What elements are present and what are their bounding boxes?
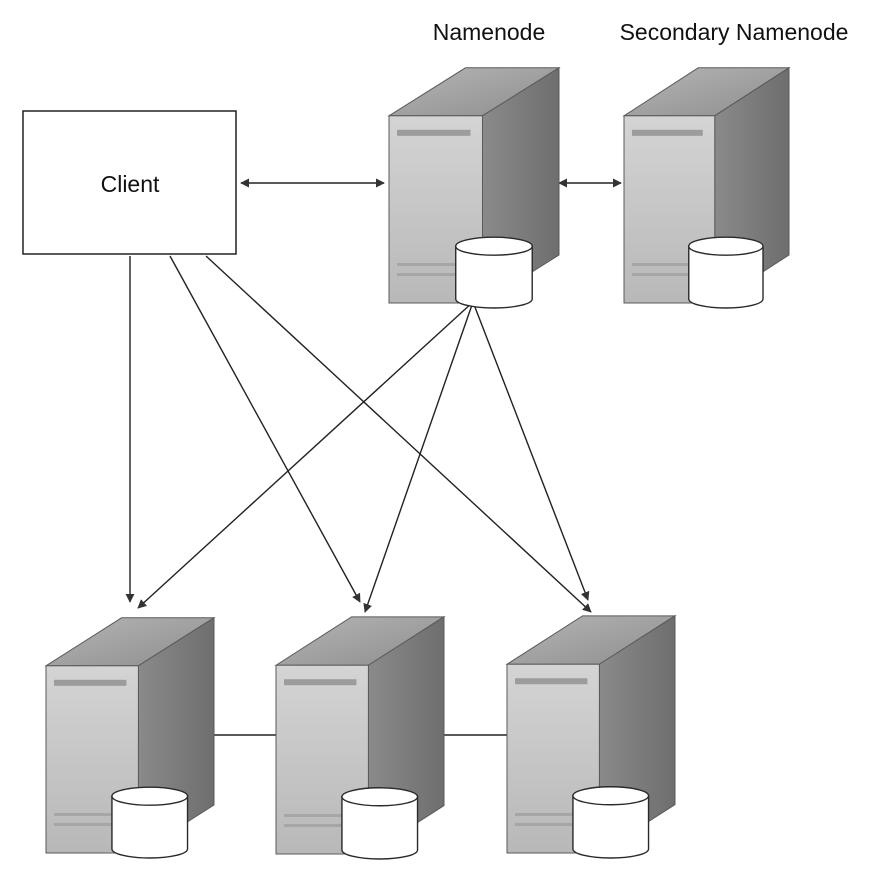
datanode-2-server-icon [274, 615, 446, 860]
server-slot [515, 823, 588, 826]
namenode-to-datanode-1-arrow [137, 301, 474, 609]
server-slot [632, 129, 703, 136]
disk-icon [572, 786, 650, 859]
server-slot [54, 813, 127, 816]
secondary-namenode-server-icon [622, 66, 791, 309]
server-slot [515, 813, 588, 816]
datanode-1-server-icon [44, 616, 216, 859]
client-to-datanode-3-arrow [205, 255, 592, 613]
namenode-server-icon [387, 66, 561, 309]
server-slot [515, 678, 588, 685]
client-box [22, 110, 237, 255]
client-label: Client [101, 171, 160, 197]
server-slot [284, 679, 357, 686]
server-slot [397, 263, 471, 266]
disk-icon [455, 236, 533, 309]
server-slot [284, 814, 357, 817]
secondary-namenode-label: Secondary Namenode [620, 19, 849, 45]
namenode-to-datanode-2-arrow [363, 301, 474, 613]
disk-icon [111, 786, 189, 859]
disk-icon [688, 236, 764, 309]
namenode-label: Namenode [433, 19, 546, 45]
disk-icon [341, 787, 419, 860]
namenode-to-datanode-3-arrow [472, 301, 590, 601]
datanode-3-server-icon [505, 614, 677, 859]
client-to-datanode-2-arrow [169, 255, 361, 603]
server-slot [54, 679, 127, 686]
server-slot [632, 263, 703, 266]
connections [125, 178, 622, 736]
server-slot [397, 129, 471, 136]
servers [44, 66, 791, 860]
server-slot [397, 273, 471, 276]
client-node: Client [22, 110, 237, 255]
server-slot [632, 273, 703, 276]
server-slot [54, 823, 127, 826]
server-slot [284, 824, 357, 827]
